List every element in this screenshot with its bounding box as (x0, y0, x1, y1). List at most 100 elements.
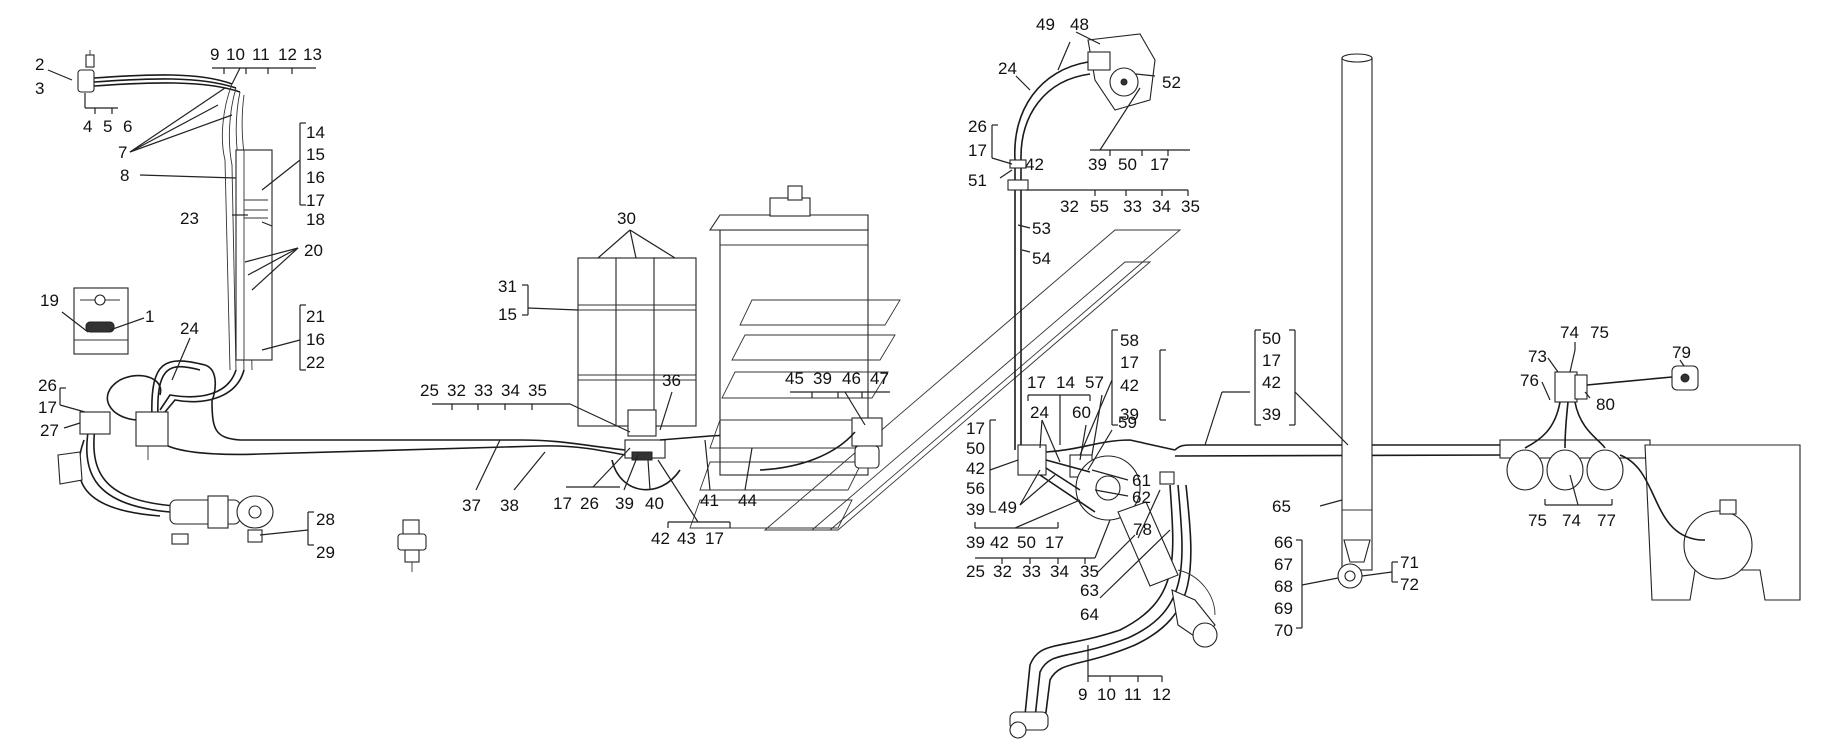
label: 34 (501, 381, 520, 400)
label: 35 (1080, 562, 1099, 581)
label: 59 (1118, 413, 1137, 432)
gearbox-housing (1619, 444, 1801, 601)
label: 41 (700, 491, 719, 510)
label: 29 (316, 543, 335, 562)
label: 70 (1274, 621, 1293, 640)
label: 79 (1672, 343, 1691, 362)
tall-column (1337, 53, 1373, 589)
label: 37 (462, 496, 481, 515)
label: 74 (1562, 511, 1581, 530)
mounting-bracket (235, 149, 273, 361)
label: 17 (553, 494, 572, 513)
label: 33 (474, 381, 493, 400)
label: 28 (316, 510, 335, 529)
label: 46 (842, 369, 861, 388)
label: 18 (306, 210, 325, 229)
label: 53 (1032, 219, 1051, 238)
label: 4 (83, 117, 92, 136)
label: 39 (1262, 405, 1281, 424)
label: 25 (420, 381, 439, 400)
reservoir-tank (708, 185, 869, 476)
label: 62 (1132, 488, 1151, 507)
vertical-pipe (1007, 61, 1091, 450)
cylinder-28 (169, 495, 274, 545)
label: 42 (966, 459, 985, 478)
label: 17 (306, 191, 325, 210)
label: 20 (304, 241, 323, 260)
label: 78 (1133, 520, 1152, 539)
label: 26 (38, 376, 57, 395)
label: 15 (498, 305, 517, 324)
label: 76 (1520, 371, 1539, 390)
junction-block (135, 411, 169, 447)
filter-element-46 (759, 417, 883, 471)
label: 36 (662, 371, 681, 390)
main-pipe-left (167, 399, 631, 457)
label: 47 (870, 369, 889, 388)
label: 6 (123, 117, 132, 136)
valve-block-27 (79, 411, 111, 435)
control-box (73, 287, 129, 355)
filter-bank (577, 257, 697, 427)
label: 16 (306, 168, 325, 187)
label: 17 (1150, 155, 1169, 174)
label: 49 (1036, 15, 1055, 34)
label: 32 (1060, 197, 1079, 216)
label: 35 (528, 381, 547, 400)
label: 65 (1272, 497, 1291, 516)
label: 67 (1274, 555, 1293, 574)
label: 17 (966, 419, 985, 438)
label: 42 (651, 529, 670, 548)
label: 13 (303, 45, 322, 64)
label: 61 (1132, 471, 1151, 490)
label: 52 (1162, 73, 1181, 92)
label: 39 (615, 494, 634, 513)
label: 50 (1262, 329, 1281, 348)
label: 10 (226, 45, 245, 64)
label: 50 (1118, 155, 1137, 174)
label: 17 (705, 529, 724, 548)
label: 66 (1274, 533, 1293, 552)
label: 17 (1027, 373, 1046, 392)
linkage-arm (1177, 569, 1216, 616)
label: 48 (1070, 15, 1089, 34)
label: 60 (1072, 403, 1091, 422)
label: 38 (500, 496, 519, 515)
connector-part-2 (77, 50, 95, 93)
left-assembly (57, 50, 427, 572)
label: 69 (1274, 599, 1293, 618)
label: 9 (1078, 685, 1087, 704)
label: 58 (1120, 331, 1139, 350)
part-labels: 2 3 4 5 6 7 8 9 10 11 12 13 14 15 16 17 … (35, 15, 1691, 704)
label: 32 (447, 381, 466, 400)
label: 39 (1120, 405, 1139, 424)
label: 57 (1085, 373, 1104, 392)
label: 11 (252, 45, 270, 64)
label: 42 (1262, 373, 1281, 392)
label: 40 (645, 494, 664, 513)
label: 54 (1032, 249, 1051, 268)
label: 21 (306, 307, 325, 326)
label: 16 (306, 330, 325, 349)
label: 75 (1528, 511, 1547, 530)
label: 23 (180, 209, 199, 228)
label: 7 (118, 143, 127, 162)
label: 39 (1088, 155, 1107, 174)
label: 31 (498, 277, 517, 296)
label: 50 (1017, 533, 1036, 552)
bracket-left (57, 451, 83, 485)
label: 42 (1120, 376, 1139, 395)
label: 72 (1400, 575, 1419, 594)
label: 22 (306, 353, 325, 372)
valve-cluster (1017, 444, 1175, 521)
cylinder-63 (1117, 501, 1218, 648)
wire-harness-top (93, 74, 253, 413)
label: 77 (1597, 511, 1616, 530)
label: 24 (1030, 403, 1049, 422)
label: 32 (993, 562, 1012, 581)
leader-lines (47, 31, 1685, 682)
label: 24 (998, 59, 1017, 78)
label: 30 (617, 209, 636, 228)
label: 12 (1152, 685, 1171, 704)
